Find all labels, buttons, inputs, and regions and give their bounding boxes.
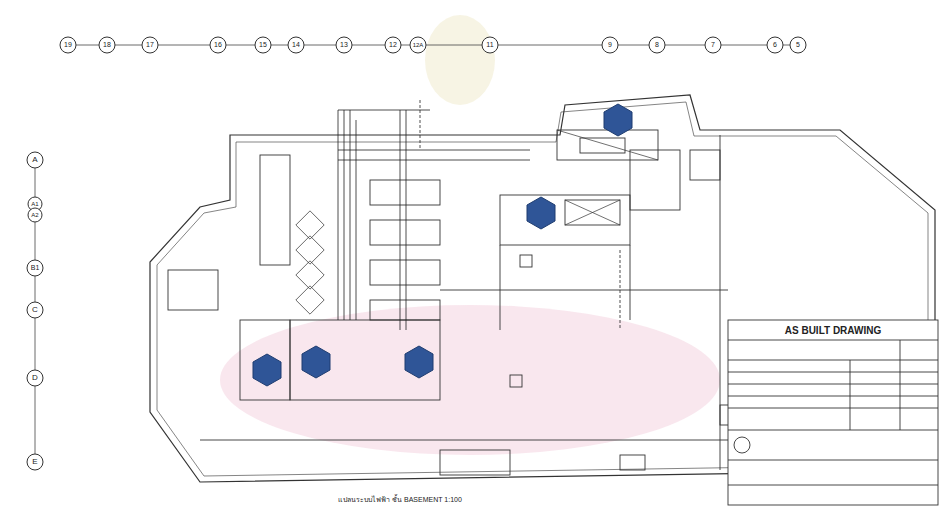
- grid-label: A: [32, 156, 37, 165]
- grid-bubbles: [27, 37, 806, 470]
- cable-runs: [338, 100, 620, 330]
- grid: [35, 45, 790, 454]
- grid-label: 17: [146, 41, 154, 49]
- grid-label: 19: [64, 41, 72, 49]
- grid-label: 9: [608, 41, 612, 49]
- title-block-heading: AS BUILT DRAWING: [785, 325, 881, 336]
- watermark-ellipse: [220, 305, 720, 455]
- grid-label: A2: [31, 212, 38, 219]
- grid-label: 12A: [413, 42, 424, 49]
- drawing-caption: แปลนระบบไฟฟ้า ชั้น BASEMENT 1:100: [336, 496, 464, 504]
- grid-label: 5: [796, 41, 800, 49]
- grid-label: 18: [103, 41, 111, 49]
- title-block: [728, 320, 938, 505]
- grid-label: 8: [655, 41, 659, 49]
- grid-label: 6: [773, 41, 777, 49]
- grid-label: C: [32, 306, 38, 315]
- watermark-emblem: [425, 15, 495, 105]
- grid-label: B1: [31, 264, 40, 272]
- marker-hexagons: [253, 104, 632, 386]
- grid-label: 14: [292, 41, 300, 49]
- grid-label: 11: [486, 41, 493, 49]
- grid-label: 16: [214, 41, 222, 49]
- grid-label: 12: [389, 41, 397, 49]
- grid-label: E: [32, 458, 37, 467]
- grid-label: 15: [259, 41, 267, 49]
- grid-label: A1: [31, 201, 38, 208]
- grid-label: 7: [711, 41, 715, 49]
- grid-label: 13: [340, 41, 348, 49]
- grid-label: D: [32, 374, 38, 383]
